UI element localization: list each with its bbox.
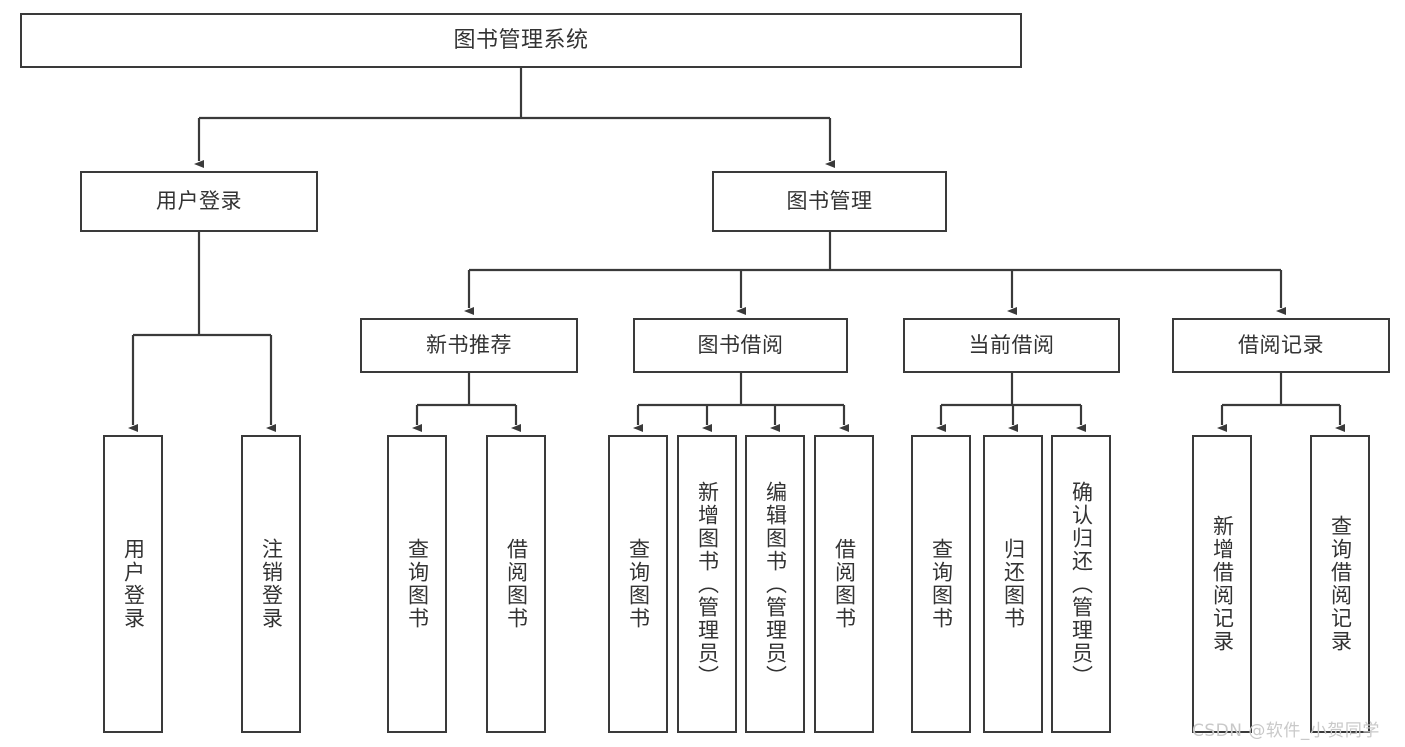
- node-label-leaf-query-book-borrow: 查询图书: [626, 538, 651, 630]
- connector-lines: [128, 68, 1345, 432]
- node-label-user-login: 用户登录: [156, 189, 242, 214]
- node-current-borrow[interactable]: 当前借阅: [903, 318, 1120, 373]
- node-leaf-borrow-book-recommend[interactable]: 借阅图书: [486, 435, 546, 733]
- node-book-manage[interactable]: 图书管理: [712, 171, 947, 232]
- node-root[interactable]: 图书管理系统: [20, 13, 1022, 68]
- node-leaf-return-book[interactable]: 归还图书: [983, 435, 1043, 733]
- node-label-leaf-query-book-current: 查询图书: [929, 538, 954, 630]
- node-leaf-user-login[interactable]: 用户登录: [103, 435, 163, 733]
- node-label-leaf-query-borrow-record: 查询借阅记录: [1328, 515, 1353, 653]
- node-label-leaf-query-book-recommend: 查询图书: [405, 538, 430, 630]
- node-label-leaf-add-book: 新增图书（管理员）: [695, 480, 720, 688]
- node-leaf-query-borrow-record[interactable]: 查询借阅记录: [1310, 435, 1370, 733]
- node-user-login[interactable]: 用户登录: [80, 171, 318, 232]
- node-label-leaf-edit-book: 编辑图书（管理员）: [763, 480, 788, 688]
- node-leaf-confirm-return[interactable]: 确认归还（管理员）: [1051, 435, 1111, 733]
- node-label-book-manage: 图书管理: [786, 189, 873, 214]
- node-leaf-query-book-borrow[interactable]: 查询图书: [608, 435, 668, 733]
- node-label-leaf-logout: 注销登录: [259, 538, 284, 630]
- node-label-leaf-confirm-return: 确认归还（管理员）: [1069, 480, 1094, 688]
- node-label-leaf-add-borrow-record: 新增借阅记录: [1210, 515, 1235, 653]
- node-leaf-query-book-current[interactable]: 查询图书: [911, 435, 971, 733]
- node-label-leaf-return-book: 归还图书: [1001, 538, 1026, 630]
- node-label-current-borrow: 当前借阅: [968, 333, 1055, 358]
- node-label-book-borrow: 图书借阅: [697, 333, 784, 358]
- node-leaf-add-borrow-record[interactable]: 新增借阅记录: [1192, 435, 1252, 733]
- node-label-new-book-recommend: 新书推荐: [426, 333, 512, 358]
- node-borrow-record[interactable]: 借阅记录: [1172, 318, 1390, 373]
- node-leaf-borrow-book[interactable]: 借阅图书: [814, 435, 874, 733]
- node-book-borrow[interactable]: 图书借阅: [633, 318, 848, 373]
- node-label-leaf-borrow-book: 借阅图书: [832, 538, 857, 630]
- node-label-borrow-record: 借阅记录: [1238, 333, 1324, 358]
- node-label-root: 图书管理系统: [453, 27, 589, 53]
- node-label-leaf-user-login: 用户登录: [121, 538, 146, 630]
- node-leaf-query-book-recommend[interactable]: 查询图书: [387, 435, 447, 733]
- node-new-book-recommend[interactable]: 新书推荐: [360, 318, 578, 373]
- node-leaf-edit-book[interactable]: 编辑图书（管理员）: [745, 435, 805, 733]
- node-label-leaf-borrow-book-recommend: 借阅图书: [504, 538, 529, 630]
- node-leaf-logout[interactable]: 注销登录: [241, 435, 301, 733]
- node-leaf-add-book[interactable]: 新增图书（管理员）: [677, 435, 737, 733]
